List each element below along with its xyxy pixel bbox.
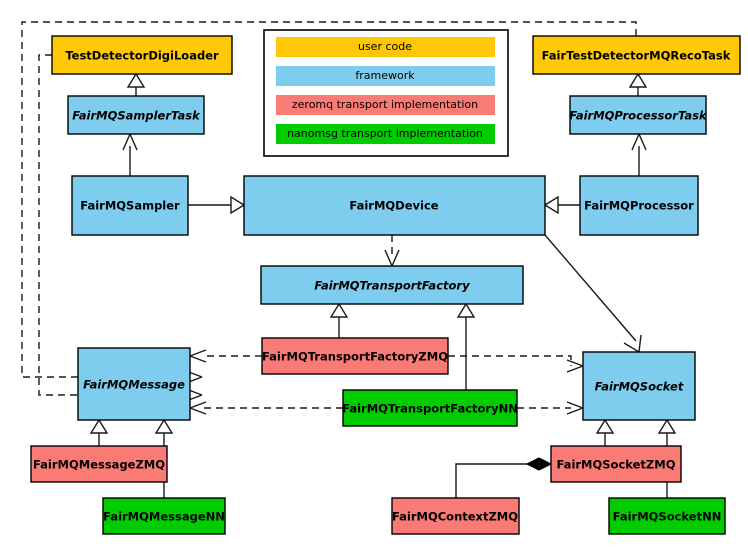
node-box[interactable] — [51, 35, 233, 75]
legend-label: zeromq transport implementation — [292, 98, 478, 111]
node-label: FairMQTransportFactoryZMQ — [262, 350, 448, 364]
node-fairmqsocket[interactable]: FairMQSocket — [582, 351, 696, 421]
edge-socketzmq-to-contextzmq — [455, 457, 553, 498]
node-box[interactable] — [30, 445, 168, 483]
edge-socketzmq-to-socket — [595, 418, 615, 446]
edge-tfnn-to-message — [189, 401, 343, 415]
node-fairmqcontextzmq[interactable]: FairMQContextZMQ — [391, 497, 520, 535]
node-fairmqtransportfactorynn[interactable]: FairMQTransportFactoryNN — [342, 389, 518, 427]
node-fairmqprocessor[interactable]: FairMQProcessor — [579, 175, 699, 236]
edge-messagezmq-to-message — [89, 418, 109, 446]
node-fairmqsamplertask[interactable]: FairMQSamplerTask — [67, 95, 205, 135]
legend-item-user-code: user code — [276, 37, 495, 57]
node-fairmqprocessortask[interactable]: FairMQProcessorTask — [569, 95, 708, 135]
node-label: FairMQMessage — [83, 378, 185, 392]
node-box[interactable] — [67, 95, 205, 135]
edge-tfzmq-to-message — [189, 349, 262, 363]
node-box[interactable] — [608, 497, 726, 535]
node-layer: TestDetectorDigiLoader FairTestDetectorM… — [30, 35, 741, 535]
node-box[interactable] — [569, 95, 707, 135]
node-fairmqdevice[interactable]: FairMQDevice — [243, 175, 546, 236]
node-fairmqsampler[interactable]: FairMQSampler — [71, 175, 189, 236]
node-fairmqtransportfactory[interactable]: FairMQTransportFactory — [260, 265, 524, 305]
node-label: FairMQProcessor — [584, 199, 694, 213]
legend-swatch — [276, 124, 495, 144]
legend-swatch — [276, 95, 495, 115]
node-fairmqmessagezmq[interactable]: FairMQMessageZMQ — [30, 445, 168, 483]
edge-processortask-to-recotask — [628, 72, 648, 96]
node-fairmqsocketzmq[interactable]: FairMQSocketZMQ — [550, 445, 682, 483]
legend-item-nanomsg: nanomsg transport implementation — [276, 124, 495, 144]
node-label: TestDetectorDigiLoader — [65, 49, 219, 63]
node-box[interactable] — [579, 175, 699, 236]
node-box[interactable] — [260, 265, 524, 305]
node-fairmqmessage[interactable]: FairMQMessage — [77, 347, 191, 421]
node-label: FairMQSocket — [595, 380, 684, 394]
edge-samplertask-to-digiloader — [126, 72, 146, 96]
edge-tfzmq-to-transportfactory — [329, 302, 349, 338]
node-box[interactable] — [342, 389, 518, 427]
edge-sampler-to-samplertask — [122, 133, 138, 176]
legend-label: framework — [355, 69, 415, 82]
node-box[interactable] — [71, 175, 189, 236]
legend: user code framework zeromq transport imp… — [263, 29, 509, 157]
node-box[interactable] — [261, 337, 449, 375]
edge-tfzmq-to-socket — [448, 355, 584, 373]
edge-device-to-transportfactory — [384, 235, 400, 267]
node-fairtestdetectormqrecotask[interactable]: FairTestDetectorMQRecoTask — [532, 35, 741, 75]
node-label: FairMQSocketZMQ — [557, 458, 676, 472]
edge-device-to-socket — [544, 234, 642, 353]
node-box[interactable] — [102, 497, 226, 535]
legend-item-framework: framework — [276, 66, 495, 86]
node-label: FairMQContextZMQ — [392, 510, 518, 524]
legend-label: user code — [358, 40, 412, 53]
node-label: FairMQMessageNN — [103, 510, 225, 524]
edge-sampler-to-device — [188, 195, 246, 215]
node-box[interactable] — [532, 35, 741, 75]
node-box[interactable] — [243, 175, 546, 236]
node-label: FairMQSampler — [80, 199, 180, 213]
node-testdetectordigiloader[interactable]: TestDetectorDigiLoader — [51, 35, 233, 75]
node-label: FairMQSamplerTask — [72, 109, 201, 123]
node-label: FairMQTransportFactory — [314, 279, 470, 293]
legend-label: nanomsg transport implementation — [287, 127, 483, 140]
node-box[interactable] — [582, 351, 696, 421]
node-box[interactable] — [77, 347, 191, 421]
node-fairmqmessagenn[interactable]: FairMQMessageNN — [102, 497, 226, 535]
legend-swatch — [276, 66, 495, 86]
node-label: FairMQSocketNN — [613, 510, 722, 524]
node-label: FairMQDevice — [349, 199, 438, 213]
edge-tfnn-to-transportfactory — [456, 302, 476, 390]
node-label: FairMQProcessorTask — [569, 109, 708, 123]
legend-item-zeromq: zeromq transport implementation — [276, 95, 495, 115]
edge-processor-to-processortask — [631, 133, 647, 176]
legend-swatch — [276, 37, 495, 57]
node-label: FairTestDetectorMQRecoTask — [542, 49, 731, 63]
node-fairmqtransportfactoryzmq[interactable]: FairMQTransportFactoryZMQ — [261, 337, 449, 375]
node-label: FairMQMessageZMQ — [33, 458, 165, 472]
node-label: FairMQTransportFactoryNN — [342, 402, 518, 416]
node-fairmqsocketnn[interactable]: FairMQSocketNN — [608, 497, 726, 535]
node-box[interactable] — [391, 497, 520, 535]
edge-tfnn-to-socket — [517, 401, 584, 415]
node-box[interactable] — [550, 445, 682, 483]
edge-processor-to-device — [543, 195, 580, 215]
